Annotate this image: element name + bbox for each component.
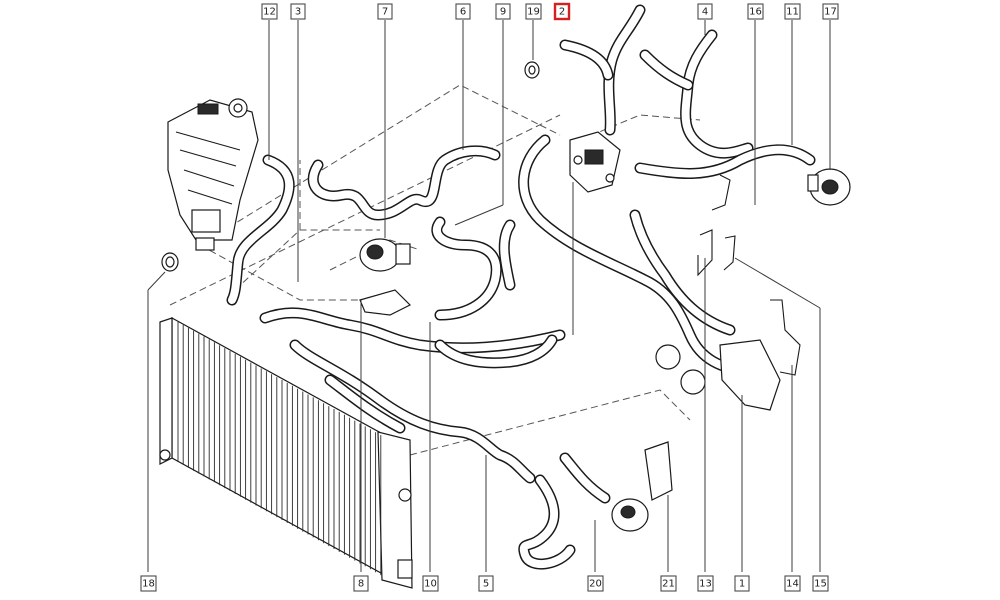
callout-1[interactable]: 1: [734, 575, 750, 592]
callout-number: 14: [786, 579, 799, 590]
callout-number: 6: [460, 7, 466, 18]
callout-number: 2: [559, 7, 565, 18]
callout-11[interactable]: 11: [784, 3, 801, 20]
callout-8[interactable]: 8: [353, 575, 369, 592]
callout-box[interactable]: [784, 575, 801, 592]
callout-box[interactable]: [734, 575, 750, 592]
callout-number: 3: [295, 7, 301, 18]
callout-box[interactable]: [377, 3, 393, 20]
callout-box[interactable]: [140, 575, 157, 592]
callout-number: 5: [483, 579, 489, 590]
callout-10[interactable]: 10: [422, 575, 439, 592]
callout-box[interactable]: [495, 3, 511, 20]
callout-19[interactable]: 19: [525, 3, 542, 20]
callout-box[interactable]: [587, 575, 604, 592]
callout-box[interactable]: [697, 575, 714, 592]
callout-number: 11: [786, 7, 799, 18]
water-pump-20: [611, 441, 673, 532]
callout-number: 20: [589, 579, 602, 590]
callout-box[interactable]: [455, 3, 471, 20]
callout-number: 9: [500, 7, 506, 18]
callout-box[interactable]: [422, 575, 439, 592]
callout-number: 13: [699, 579, 712, 590]
radiator: [159, 316, 413, 589]
callout-number: 17: [824, 7, 837, 18]
radiator-core-fins: [177, 322, 382, 576]
callout-box[interactable]: [478, 575, 494, 592]
callout-number: 7: [382, 7, 388, 18]
callout-box[interactable]: [784, 3, 801, 20]
callout-18[interactable]: 18: [140, 575, 157, 592]
callout-box[interactable]: [812, 575, 829, 592]
hose-clamp-19: [524, 61, 540, 79]
callout-20[interactable]: 20: [587, 575, 604, 592]
electric-water-pump: [359, 238, 412, 316]
callout-box[interactable]: [290, 3, 306, 20]
callout-box[interactable]: [822, 3, 839, 20]
thermostat-housing: [569, 131, 621, 193]
callout-box[interactable]: [553, 2, 571, 21]
callout-number: 1: [739, 579, 745, 590]
callout-4[interactable]: 4: [697, 3, 713, 20]
callout-9[interactable]: 9: [495, 3, 511, 20]
valve-17: [807, 168, 851, 206]
callout-16[interactable]: 16: [747, 3, 764, 20]
callout-3[interactable]: 3: [290, 3, 306, 20]
leader-lines: [147, 20, 831, 572]
callout-2[interactable]: 2: [553, 2, 571, 21]
callout-number: 16: [749, 7, 762, 18]
callout-number: 19: [527, 7, 540, 18]
callout-number: 10: [424, 579, 437, 590]
callout-number: 12: [263, 7, 276, 18]
callout-17[interactable]: 17: [822, 3, 839, 20]
callout-number: 15: [814, 579, 827, 590]
callout-21[interactable]: 21: [660, 575, 677, 592]
callout-12[interactable]: 12: [261, 3, 278, 20]
callout-number: 18: [142, 579, 155, 590]
callout-labels: 12 3 7 6 9 19 2 4 16 11 17 18 8 10 5 20 21 13 1 14 15: [140, 2, 839, 592]
callout-number: 8: [358, 579, 364, 590]
callout-5[interactable]: 5: [478, 575, 494, 592]
coolant-pipe-assembly: [655, 339, 781, 411]
callout-13[interactable]: 13: [697, 575, 714, 592]
callout-15[interactable]: 15: [812, 575, 829, 592]
callout-box[interactable]: [697, 3, 713, 20]
callout-box[interactable]: [525, 3, 542, 20]
callout-6[interactable]: 6: [455, 3, 471, 20]
callout-7[interactable]: 7: [377, 3, 393, 20]
callout-box[interactable]: [747, 3, 764, 20]
callout-box[interactable]: [353, 575, 369, 592]
callout-box[interactable]: [261, 3, 278, 20]
callout-box[interactable]: [660, 575, 677, 592]
callout-number: 21: [662, 579, 675, 590]
callout-number: 4: [702, 7, 708, 18]
expansion-tank: [167, 98, 259, 251]
hose-clamp: [161, 252, 179, 272]
callout-14[interactable]: 14: [784, 575, 801, 592]
